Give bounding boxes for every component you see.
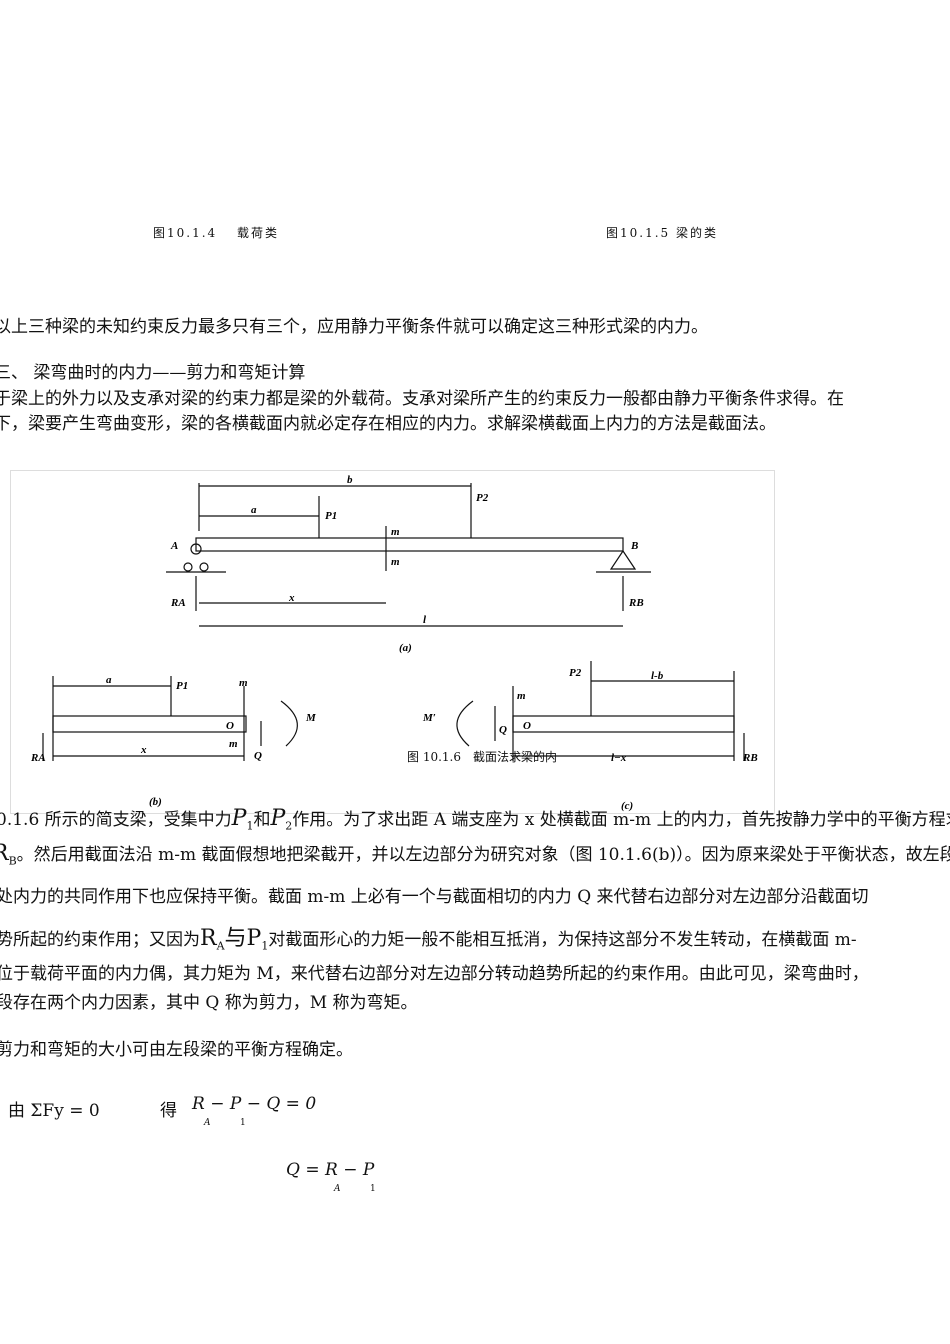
paragraph-2-line-1: 于梁上的外力以及支承对梁的约束力都是梁的外载荷。支承对梁所产生的约束反力一般都由… bbox=[0, 389, 844, 409]
paragraph-3-line-6: 段存在两个内力因素，其中 Q 称为剪力，M 称为弯矩。 bbox=[0, 993, 418, 1013]
label-m-b: m bbox=[239, 677, 248, 689]
label-m-bottom: m bbox=[391, 556, 400, 568]
label-fig-b: (b) bbox=[149, 796, 162, 808]
label-B: B bbox=[630, 540, 638, 552]
equation-1-sub-a: A bbox=[204, 1118, 211, 1128]
paragraph-3-line-2: RB。然后用截面法沿 m-m 截面假想地把梁截开，并以左边部分为研究对象（图 1… bbox=[0, 841, 950, 868]
paragraph-3-line-3: 处内力的共同作用下也应保持平衡。截面 m-m 上必有一个与截面相切的内力 Q 来… bbox=[0, 887, 869, 907]
label-fig-a: (a) bbox=[399, 642, 412, 654]
label-A: A bbox=[170, 540, 178, 552]
equation-2: Q = R − P bbox=[286, 1160, 375, 1180]
label-RB: RB bbox=[628, 597, 644, 609]
label-p2-c: P2 bbox=[569, 667, 582, 679]
label-lb: l-b bbox=[651, 670, 664, 682]
paragraph-3-line-1: 0.1.6 所示的简支梁，受集中力P1和P2作用。为了求出距 A 端支座为 x … bbox=[0, 806, 950, 833]
label-Q-c: Q bbox=[499, 724, 507, 736]
label-a-b: a bbox=[106, 674, 112, 686]
paragraph-2-line-2: 下，梁要产生弯曲变形，梁的各横截面内就必定存在相应的内力。求解梁横截面上内力的方… bbox=[0, 414, 776, 434]
paragraph-3-line-4: 势所起的约束作用；又因为RA与P1对截面形心的力矩一般不能相互抵消，为保持这部分… bbox=[0, 926, 857, 953]
figure-caption-10-1-5: 图10.1.5 梁的类 bbox=[606, 226, 718, 240]
label-m-top: m bbox=[391, 526, 400, 538]
figure-caption-10-1-4: 图10.1.4 载荷类 bbox=[153, 226, 279, 240]
paragraph-3-line-5: 位于载荷平面的内力偶，其力矩为 M，来代替右边部分对左边部分转动趋势所起的约束作… bbox=[0, 964, 869, 984]
equation-1: R − P − Q = 0 bbox=[192, 1094, 317, 1114]
equation-1-de: 得 bbox=[160, 1101, 177, 1121]
label-x: x bbox=[288, 592, 295, 604]
label-p1: P1 bbox=[325, 510, 337, 522]
label-m-c: m bbox=[517, 690, 526, 702]
label-x-b: x bbox=[140, 744, 147, 756]
equation-2-sub-a: A bbox=[334, 1184, 341, 1194]
label-RA: RA bbox=[170, 597, 186, 609]
paragraph-1: 以上三种梁的未知约束反力最多只有三个，应用静力平衡条件就可以确定这三种形式梁的内… bbox=[0, 317, 708, 337]
label-M-prime: M′ bbox=[422, 712, 436, 724]
label-a: a bbox=[251, 504, 257, 516]
equation-1-sub-1: 1 bbox=[240, 1118, 246, 1128]
paragraph-4: 剪力和弯矩的大小可由左段梁的平衡方程确定。 bbox=[0, 1040, 353, 1060]
label-RA-b: RA bbox=[30, 752, 46, 764]
label-m-b2: m bbox=[229, 738, 238, 750]
label-l: l bbox=[423, 614, 427, 626]
label-RB-c: RB bbox=[742, 752, 758, 764]
equation-1-condition: 由 ΣFy = 0 bbox=[8, 1101, 100, 1121]
label-p1-b: P1 bbox=[176, 680, 188, 692]
label-b: b bbox=[347, 474, 353, 486]
figure-10-1-6: b P2 a P1 m m A B RA RB x l (a) a P1 m O… bbox=[10, 470, 775, 814]
figure-caption-10-1-6: 图 10.1.6 截面法求梁的内 bbox=[407, 750, 557, 764]
label-lx: l−x bbox=[611, 752, 627, 764]
label-fig-c: (c) bbox=[621, 800, 633, 812]
beam-diagram: b P2 a P1 m m A B RA RB x l (a) a P1 m O… bbox=[30, 474, 758, 812]
label-p2: P2 bbox=[476, 492, 489, 504]
label-Q-b: Q bbox=[254, 750, 262, 762]
section-heading: 三、 梁弯曲时的内力——剪力和弯矩计算 bbox=[0, 363, 306, 383]
label-M: M bbox=[305, 712, 317, 724]
equation-2-sub-1: 1 bbox=[370, 1184, 376, 1194]
label-O-c: O bbox=[523, 720, 531, 732]
label-O-b: O bbox=[226, 720, 234, 732]
